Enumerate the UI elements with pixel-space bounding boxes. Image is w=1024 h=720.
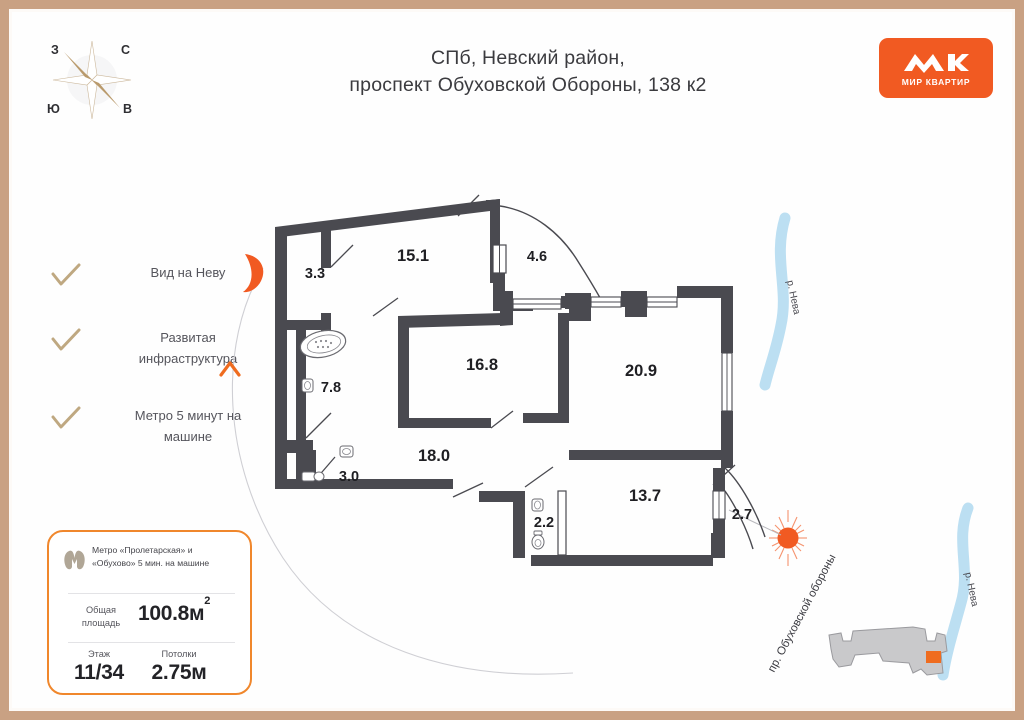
room-area-hall-corridor: 18.0	[418, 447, 450, 465]
feature-label-1: Развитая инфраструктура	[138, 330, 238, 366]
metro-icon	[64, 550, 85, 570]
compass-label-south: Ю	[47, 102, 60, 116]
apartment-highlight	[926, 651, 941, 663]
room-area-kitchen-living: 15.1	[397, 247, 429, 265]
summary-info-card: Метро «Пролетарская» и «Обухово» 5 мин. …	[47, 530, 252, 695]
toilet-icon	[301, 471, 316, 482]
floorplan-graphic: р. Нева р. Нева пр. Обуховской обороны	[219, 194, 980, 681]
direction-chevron-icon	[219, 361, 241, 377]
fixtures-group	[299, 329, 545, 550]
compass-label-west: З	[51, 43, 59, 57]
floor-value: 11/34	[74, 661, 124, 684]
metro-line-2: «Обухово» 5 мин. на машине	[92, 558, 210, 568]
ceiling-cell: Потолки 2.75м	[140, 649, 218, 685]
check-icon	[51, 263, 81, 286]
room-area-bathroom-main: 7.8	[321, 380, 341, 396]
compass-label-east: В	[123, 102, 133, 116]
room-area-balcony-left: 3.3	[305, 266, 325, 282]
logo-mark-icon	[904, 53, 969, 73]
street-label: пр. Обуховской обороны	[766, 552, 838, 674]
room-area-wc-small: 3.0	[339, 469, 359, 485]
balcony-outlines	[499, 205, 766, 550]
building-minimap	[828, 626, 948, 676]
compass-icon	[52, 40, 132, 120]
doors-group	[305, 194, 736, 498]
windows-group	[492, 244, 733, 556]
total-area-value: 100.8м2	[138, 595, 210, 626]
orientation-arc	[231, 267, 574, 675]
room-area-bedroom-two: 13.7	[629, 487, 661, 505]
room-area-balcony-top: 4.6	[527, 249, 547, 265]
plan-canvas: З С Ю В СПб, Невский район, проспект Обу…	[13, 13, 1011, 707]
sun-icon	[769, 510, 807, 566]
feature-label-0: Вид на Неву	[150, 265, 226, 280]
metro-text: Метро «Пролетарская» и «Обухово» 5 мин. …	[92, 544, 244, 570]
title-line-1: СПб, Невский район,	[430, 47, 626, 69]
total-area-unit-sup: 2	[204, 595, 211, 607]
compass-rose: З С Ю В	[41, 31, 143, 129]
total-area-label-line2: площадь	[81, 617, 121, 628]
title-line-2: проспект Обуховской Обороны, 138 к2	[349, 74, 707, 96]
page-title: СПб, Невский район, проспект Обуховской …	[313, 45, 743, 99]
logo-text: МИР КВАРТИР	[901, 76, 971, 87]
floor-label: Этаж	[88, 649, 110, 659]
total-area-row: Общая площадь 100.8м2	[68, 595, 238, 638]
room-area-wc-second: 2.2	[534, 515, 554, 531]
total-area-label: Общая площадь	[70, 604, 132, 629]
toilet-icon	[531, 534, 545, 550]
ceiling-label: Потолки	[161, 649, 197, 659]
floor-cell: Этаж 11/34	[68, 649, 130, 685]
floor-ceiling-row: Этаж 11/34 Потолки 2.75м	[68, 649, 238, 693]
room-area-living-room: 20.9	[625, 362, 657, 380]
brand-logo[interactable]: МИР КВАРТИР	[879, 38, 993, 98]
total-area-label-line1: Общая	[85, 605, 117, 615]
sink-icon	[339, 445, 354, 458]
compass-label-north: С	[121, 43, 131, 57]
card-divider-bottom	[68, 642, 235, 643]
metro-line-1: Метро «Пролетарская» и	[92, 545, 193, 555]
river-stroke-top	[759, 212, 791, 391]
metro-row: Метро «Пролетарская» и «Обухово» 5 мин. …	[61, 544, 243, 580]
crescent-moon-icon	[243, 254, 264, 293]
room-area-balcony-right: 2.7	[732, 507, 752, 523]
sink-icon	[301, 378, 314, 393]
river-stroke-bottom	[937, 502, 974, 681]
feature-label-2: Метро 5 минут на машине	[134, 408, 242, 444]
total-area-number: 100.8м	[138, 602, 205, 625]
ceiling-value: 2.75м	[151, 661, 207, 684]
room-area-bedroom-one: 16.8	[466, 356, 498, 374]
card-divider-top	[68, 593, 235, 594]
check-icon	[51, 406, 81, 429]
check-icon	[51, 328, 81, 351]
